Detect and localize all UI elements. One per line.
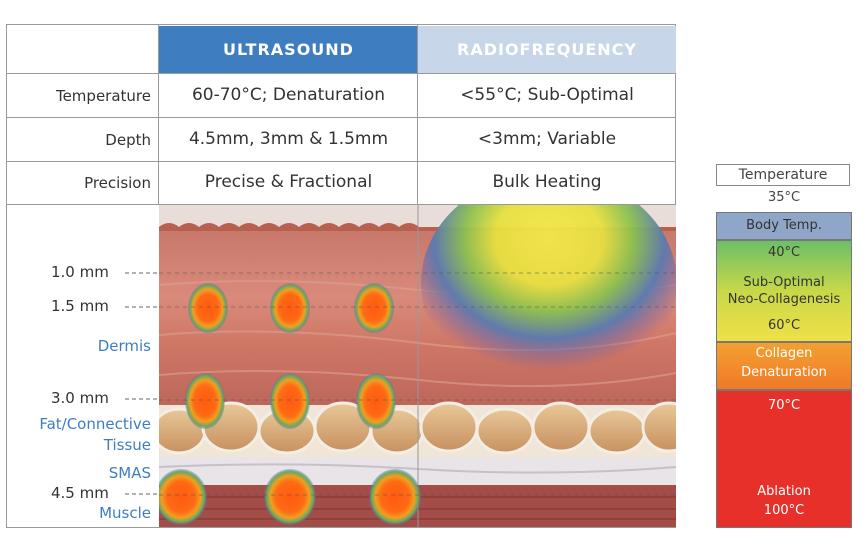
- depth-tick-marks: [125, 272, 159, 495]
- temperature-legend-title: Temperature: [716, 164, 850, 186]
- divider: [7, 73, 675, 74]
- tissue-label-muscle: Muscle: [99, 504, 151, 522]
- ultrasound-header: ULTRASOUND: [159, 26, 418, 73]
- legend-band-collagen: [716, 342, 852, 390]
- ultrasound-depth-value: 4.5mm, 3mm & 1.5mm: [188, 129, 389, 149]
- legend-band-ablation: [716, 390, 852, 528]
- radiofrequency-temperature-value: <55°C; Sub-Optimal: [460, 85, 634, 105]
- legend-neo-collagenesis: Neo-Collagenesis: [727, 292, 841, 307]
- divider: [7, 161, 675, 162]
- legend-60c: 60°C: [767, 318, 801, 333]
- legend-collagen: Collagen: [755, 346, 813, 361]
- tissue-label-smas: SMAS: [108, 464, 151, 482]
- row-label-precision: Precision: [84, 174, 151, 192]
- legend-band-suboptimal: [716, 240, 852, 342]
- legend-suboptimal: Sub-Optimal: [743, 275, 825, 290]
- tissue-label-fat: Fat/Connective: [39, 415, 151, 433]
- legend-70c: 70°C: [767, 398, 801, 413]
- ultrasound-temperature-value: 60-70°C; Denaturation: [191, 85, 386, 105]
- skin-cross-section: [159, 205, 676, 527]
- legend-40c: 40°C: [767, 245, 801, 260]
- depth-marker-1-5mm: 1.5 mm: [51, 297, 109, 315]
- depth-marker-1mm: 1.0 mm: [51, 263, 109, 281]
- tissue-label-dermis: Dermis: [97, 337, 151, 355]
- tissue-label-fat-line2: Tissue: [103, 436, 151, 454]
- legend-body-temp: Body Temp.: [746, 218, 822, 233]
- divider: [158, 25, 159, 205]
- legend-35c: 35°C: [767, 190, 801, 205]
- divider: [417, 25, 418, 205]
- legend-100c: 100°C: [763, 503, 805, 518]
- ultrasound-precision-value: Precise & Fractional: [204, 172, 373, 192]
- radiofrequency-depth-value: <3mm; Variable: [477, 129, 617, 149]
- depth-marker-4-5mm: 4.5 mm: [51, 484, 109, 502]
- radiofrequency-header: RADIOFREQUENCY: [418, 26, 676, 73]
- depth-marker-3mm: 3.0 mm: [51, 389, 109, 407]
- divider: [7, 117, 675, 118]
- row-label-temperature: Temperature: [55, 87, 151, 105]
- legend-denaturation: Denaturation: [741, 365, 827, 380]
- legend-ablation: Ablation: [757, 484, 811, 499]
- legend-band-body-temp: [716, 212, 852, 240]
- comparison-table: ULTRASOUND RADIOFREQUENCY Temperature 60…: [6, 24, 676, 528]
- radiofrequency-precision-value: Bulk Heating: [492, 172, 602, 192]
- divider: [7, 204, 675, 205]
- row-label-depth: Depth: [105, 131, 151, 149]
